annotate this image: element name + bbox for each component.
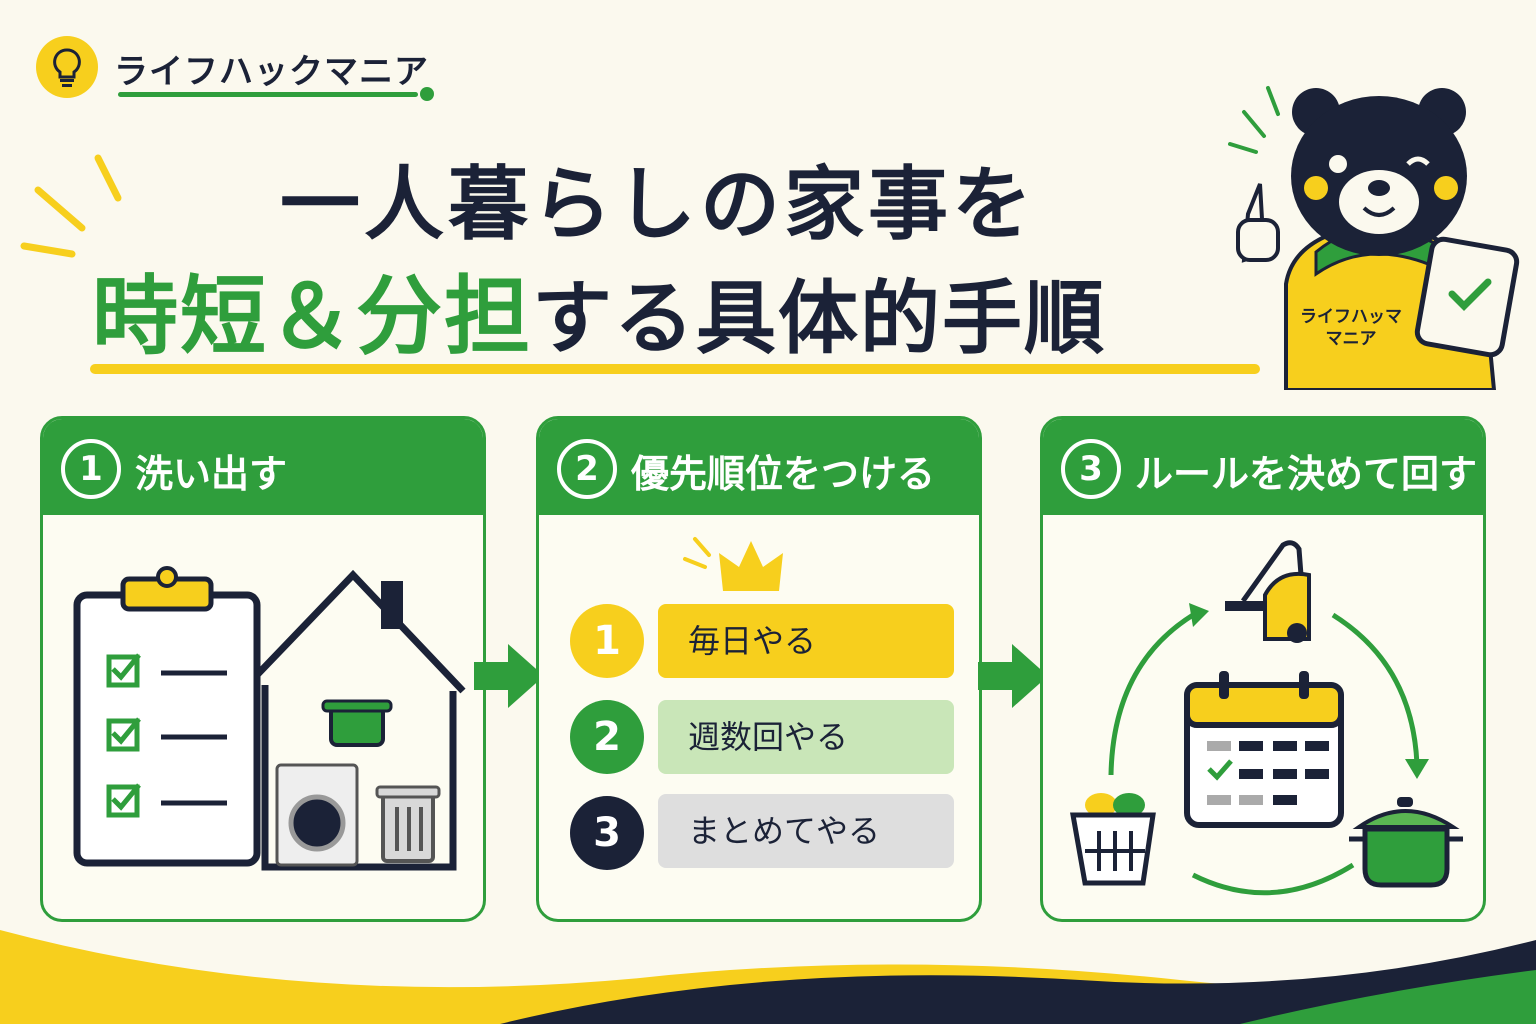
sparkle-lines-icon: [20, 154, 122, 258]
title-rest: する具体的手順: [532, 272, 1106, 365]
calendar-icon: [1184, 671, 1344, 828]
bottom-wave-decoration: [0, 930, 1536, 1024]
priority-number-3: 3: [570, 796, 644, 870]
brand-underline-dot: [420, 87, 434, 101]
clipboard-house-illustration: [73, 566, 466, 871]
mascot-shirt-text-line2: マニア: [1325, 329, 1377, 349]
step-header-1: 1 洗い出す: [43, 419, 483, 515]
step-title-2: 優先順位をつける: [631, 452, 936, 496]
priority-label-2: 週数回やる: [658, 700, 954, 774]
priority-label-1: 毎日やる: [658, 604, 954, 678]
brand-underline: [118, 92, 418, 97]
crown-icon: [683, 537, 783, 591]
bear-mascot-icon: [1228, 86, 1520, 390]
checkbox-icon: [106, 653, 227, 818]
cooking-pot-icon: [1349, 797, 1463, 888]
title-highlight: 時短＆分担: [92, 267, 532, 367]
step-title-3: ルールを決めて回す: [1135, 452, 1478, 496]
page-title-line2: 時短＆分担する具体的手順: [92, 246, 1106, 371]
page-title-line1: 一人暮らしの家事を: [280, 158, 1036, 251]
arrow-right-icon: [978, 644, 1048, 708]
mascot-shirt-text-line1: ライフハッマ: [1300, 307, 1402, 327]
step-panel-1: 1 洗い出す: [40, 416, 486, 922]
lightbulb-logo-icon: [36, 36, 98, 98]
priority-number-1: 1: [570, 604, 644, 678]
step-title-1: 洗い出す: [135, 452, 288, 496]
step-header-3: 3 ルールを決めて回す: [1043, 419, 1483, 515]
vacuum-icon: [1225, 540, 1311, 643]
priority-label-3: まとめてやる: [658, 794, 954, 868]
title-underline: [90, 364, 1260, 374]
laundry-basket-icon: [1070, 793, 1156, 886]
step-panel-3: 3 ルールを決めて回す: [1040, 416, 1486, 922]
step-number-1: 1: [61, 439, 121, 499]
brand-name: ライフハックマニア: [114, 52, 429, 92]
step-number-3: 3: [1061, 439, 1121, 499]
priority-number-2: 2: [570, 700, 644, 774]
routine-cycle-illustration: [1070, 540, 1463, 896]
step-header-2: 2 優先順位をつける: [539, 419, 979, 515]
arrow-right-icon: [474, 644, 544, 708]
step-number-2: 2: [557, 439, 617, 499]
